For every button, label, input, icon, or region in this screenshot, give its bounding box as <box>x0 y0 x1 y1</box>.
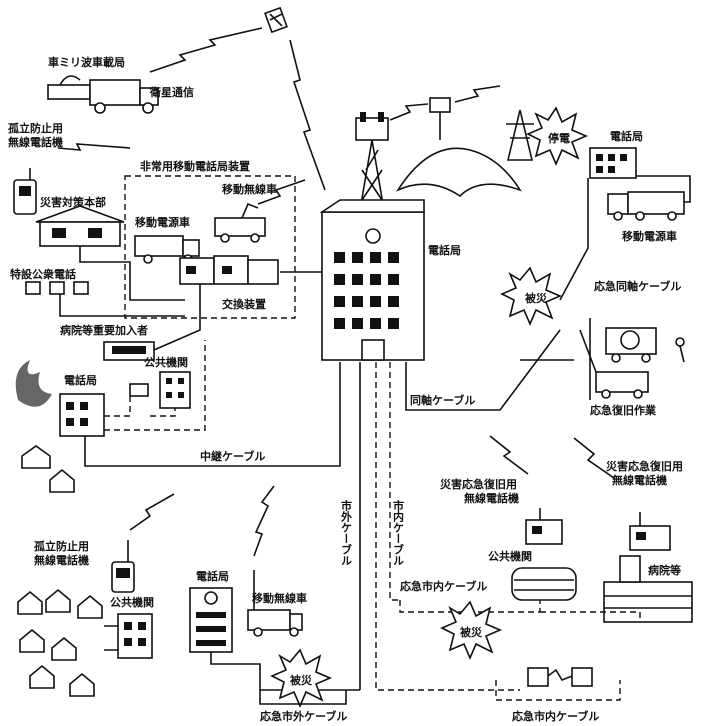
public-agency-building <box>160 372 190 408</box>
emergency-inside-cable-2-label: 応急市内ケーブル <box>512 709 599 723</box>
disaster-radio-right-icon <box>630 512 670 550</box>
satellite-vehicle-icon <box>48 76 158 113</box>
isolation-radio-label: 孤立防止用 無線電話機 <box>8 121 67 149</box>
emergency-coax-label: 応急同軸ケーブル <box>594 279 681 293</box>
mobile-radio-car-label: 移動無線車 <box>222 182 277 196</box>
isolation-radio-2-label: 孤立防止用 無線電話機 <box>34 539 93 567</box>
exchange-equipment-icon <box>180 256 278 284</box>
public-phone-icons <box>26 282 88 294</box>
radio-link-bottom-mid <box>254 486 274 556</box>
inside-cable-label: 市内ケーブル <box>392 499 405 566</box>
relay-tower-icon <box>430 98 450 140</box>
satellite-link-down <box>290 40 325 190</box>
satellite-icon <box>265 8 287 32</box>
radio-link-top <box>58 144 130 150</box>
damaged-houses-left <box>22 446 74 492</box>
satellite-link-left <box>150 28 262 72</box>
relay-link <box>455 86 500 102</box>
phone-office-bottom-label: 電話局 <box>196 569 229 583</box>
mobile-radio-car-2-label: 移動無線車 <box>252 591 307 605</box>
phone-office-bottom-building <box>190 588 232 652</box>
outside-cable-label: 市外ケーブル <box>340 499 354 566</box>
disaster-hq-building <box>36 206 124 246</box>
phone-office-small-building <box>60 394 104 436</box>
phone-office-right-label: 電話局 <box>610 129 643 143</box>
hospital-subscribers-label: 病院等重要加入者 <box>60 323 148 337</box>
public-agency-label: 公共機関 <box>144 355 188 369</box>
disaster-radio-left-label: 災害応急復旧用 無線電話機 <box>439 477 521 505</box>
village-to-agency-line <box>104 626 118 650</box>
coax-arrow-to-office <box>560 178 588 300</box>
emergency-outside-cable-label: 応急市外ケーブル <box>260 709 347 723</box>
phones-to-exchange-line <box>60 294 185 316</box>
main-phone-office-label: 電話局 <box>428 243 461 257</box>
fire-icon <box>16 360 52 407</box>
damaged-2-label: 被災 <box>460 625 483 639</box>
phone-office-right-building <box>590 148 636 178</box>
radio-link-bottom-left <box>130 494 174 530</box>
outage-label: 停電 <box>548 131 570 145</box>
damaged-3-label: 被災 <box>290 673 313 687</box>
broken-cable-icon <box>528 668 592 686</box>
mobile-power-car-right-icon <box>608 192 684 220</box>
hospital-label: 病院等 <box>648 563 681 577</box>
radio-handset-2-icon <box>112 540 134 592</box>
damaged-bottom-right-line <box>496 680 620 700</box>
radio-handset-icon <box>14 168 36 214</box>
mobile-power-car-right-label: 移動電源車 <box>622 229 677 243</box>
public-agency-2-label: 公共機関 <box>488 549 532 563</box>
coax-cable-label: 同軸ケーブル <box>410 393 475 407</box>
disaster-radio-left-icon <box>526 508 562 544</box>
exchange-equipment-label: 交換装置 <box>222 297 266 311</box>
small-terminal-icon <box>130 384 148 396</box>
exchange-to-hospital-line <box>154 284 200 350</box>
special-public-phone-label: 特設公衆電話 <box>10 267 76 281</box>
public-agency-3-building <box>118 614 152 658</box>
disaster-radio-right-label: 災害応急復旧用 無線電話機 <box>605 459 687 487</box>
public-agency-2-building <box>512 568 576 600</box>
mobile-exchange-label: 非常用移動電話局装置 <box>140 159 250 173</box>
phone-office-small-label: 電話局 <box>64 373 97 387</box>
main-phone-office-building <box>322 200 424 360</box>
restoration-work-icons <box>580 318 684 400</box>
emergency-restoration-label: 応急復旧作業 <box>590 403 657 417</box>
disaster-hq-label: 災害対策本部 <box>39 195 106 209</box>
mobile-power-car-label: 移動電源車 <box>135 215 190 229</box>
damaged-label: 被災 <box>525 291 548 305</box>
hill-shape <box>398 148 520 196</box>
village-houses <box>18 590 102 696</box>
satellite-comm-label: 衛星通信 <box>149 85 194 99</box>
trunk-cable-label: 中継ケーブル <box>200 449 265 463</box>
mobile-radio-car-icon <box>215 204 265 242</box>
radio-link-right-1 <box>490 436 528 474</box>
public-agency-3-label: 公共機関 <box>110 595 154 609</box>
emergency-inside-cable-label: 応急市内ケーブル <box>400 579 487 593</box>
satellite-vehicle-label: 車ミリ波車載局 <box>48 55 125 69</box>
main-tower-icon <box>356 112 388 210</box>
tower-microwave-link <box>390 104 428 120</box>
